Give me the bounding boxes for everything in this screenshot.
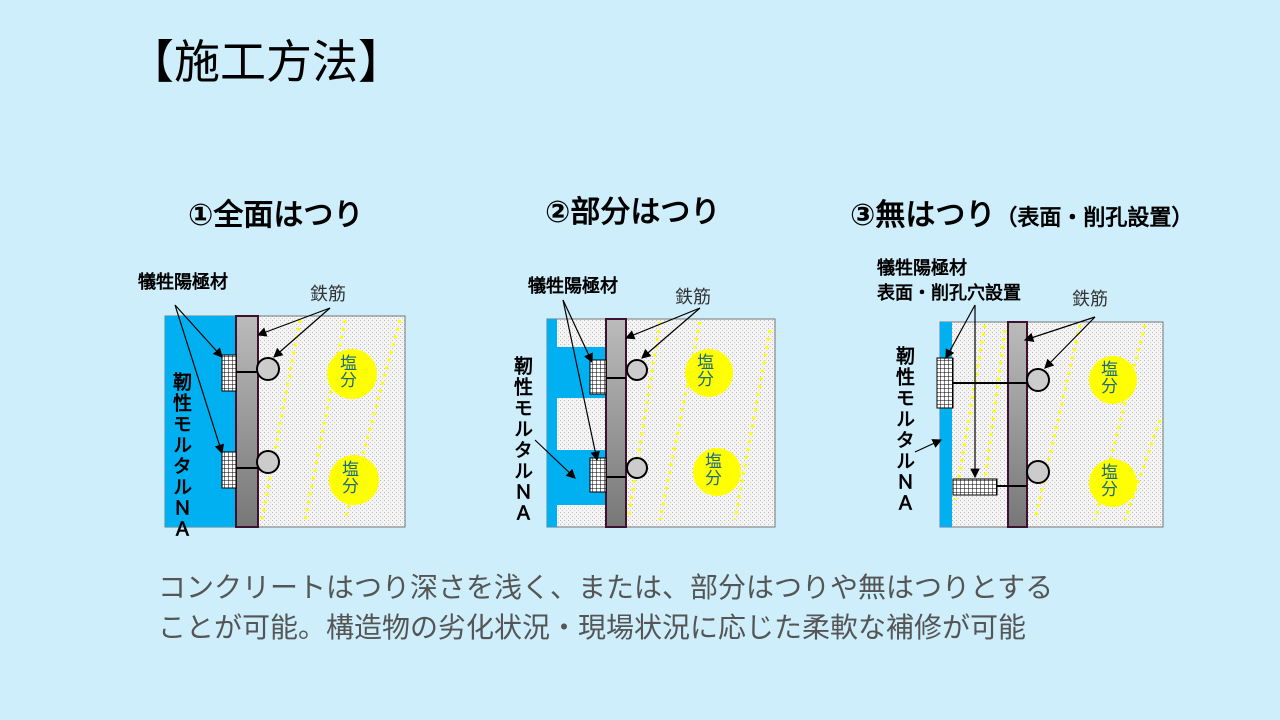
mortar-layer — [165, 316, 236, 527]
salt-label: 塩分 — [1101, 360, 1118, 397]
diagram-full-chipping — [164, 304, 406, 528]
salt-circle — [329, 455, 379, 505]
anode — [221, 451, 237, 489]
mortar-label: 靭性モルタルＮＡ — [893, 346, 915, 514]
rebar-bar — [235, 315, 259, 528]
anode — [221, 354, 237, 392]
mortar-label: 靭性モルタルＮＡ — [170, 372, 192, 540]
rebar-label: 鉄筋 — [1072, 289, 1108, 310]
page-title: 【施工方法】 — [128, 35, 404, 89]
rebar-label: 鉄筋 — [310, 284, 346, 305]
diagram-partial-chipping — [534, 299, 776, 528]
salt-label: 塩分 — [1101, 463, 1118, 500]
diagram-no-chipping — [914, 304, 1164, 528]
method-3-heading: ③無はつり — [850, 198, 996, 233]
description-line-1: コンクリートはつり深さを浅く、または、部分はつりや無はつりとする — [158, 571, 1054, 604]
anode-label: 犠牲陽極材 — [528, 276, 618, 297]
method-2-heading: ②部分はつり — [545, 195, 721, 230]
rebar-circle — [256, 357, 280, 381]
method-1-heading: ①全面はつり — [188, 198, 364, 233]
salt-label: 塩分 — [705, 452, 722, 489]
anode-label: 犠牲陽極材 — [138, 272, 228, 293]
mortar-label: 靭性モルタルＮＡ — [511, 356, 533, 524]
method-3-note: （表面・削孔設置） — [995, 206, 1194, 231]
salt-label: 塩分 — [697, 353, 714, 390]
salt-label: 塩分 — [342, 460, 359, 497]
salt-circle — [327, 349, 377, 399]
salt-label: 塩分 — [340, 354, 357, 391]
method-3-heading-group: ③無はつり（表面・削孔設置） — [850, 190, 1193, 234]
anode-placement-label: 表面・削孔穴設置 — [877, 283, 1021, 304]
anode-label: 犠牲陽極材 — [877, 258, 967, 279]
rebar-label: 鉄筋 — [675, 287, 711, 308]
description-line-2: ことが可能。構造物の劣化状況・現場状況に応じた柔軟な補修が可能 — [158, 611, 1027, 644]
rebar-circle — [256, 450, 280, 474]
